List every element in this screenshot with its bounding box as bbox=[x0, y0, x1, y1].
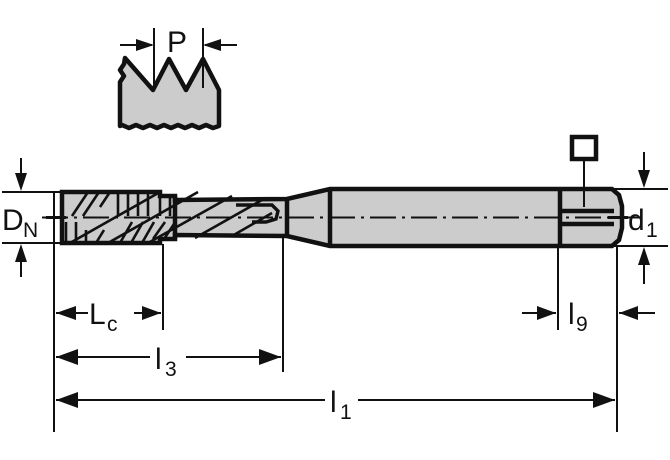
thread-tick-l7 bbox=[140, 221, 156, 244]
chamfer-length-dimension bbox=[56, 306, 161, 320]
thread-profile-detail bbox=[117, 55, 222, 131]
thread-length-label-sub: 3 bbox=[165, 358, 177, 381]
thread-length-dimension bbox=[56, 349, 281, 365]
chamfer-length-label-sub: c bbox=[107, 313, 118, 336]
thread-tick-l9 bbox=[162, 223, 176, 240]
square-length-dimension bbox=[522, 306, 655, 320]
pitch-extension-lines bbox=[153, 28, 204, 88]
square-drive-flats bbox=[560, 208, 614, 227]
shank-diameter-label: d bbox=[628, 204, 645, 237]
flute-runout-detail bbox=[236, 203, 280, 224]
nominal-diameter-label-sub: N bbox=[23, 219, 38, 242]
nominal-diameter-label: D bbox=[2, 204, 24, 237]
l9-arrowhead-right bbox=[619, 306, 638, 320]
bottom-extension-lines bbox=[53, 193, 618, 432]
thread-tick-u2 bbox=[81, 191, 101, 217]
dn-arrowhead-top bbox=[15, 173, 27, 191]
thread-tick-u1 bbox=[70, 191, 90, 217]
overall-length-dimension bbox=[56, 392, 615, 408]
shank-diameter-label-sub: 1 bbox=[646, 219, 658, 242]
l3-arrowhead-left bbox=[56, 349, 78, 365]
chamfer-length-label: L bbox=[89, 298, 106, 331]
l9-arrowhead-left bbox=[537, 306, 556, 320]
pitch-label: P bbox=[167, 26, 187, 59]
thread-length-label: l bbox=[155, 343, 162, 376]
thread-tick-l4 bbox=[94, 229, 106, 244]
lc-arrowhead-left bbox=[56, 306, 76, 320]
square-length-label: l bbox=[568, 298, 575, 331]
square-length-label-sub: 9 bbox=[576, 313, 588, 336]
thread-profile-shape bbox=[117, 55, 222, 131]
square-symbol-glyph bbox=[569, 134, 599, 162]
thread-tick-l5 bbox=[118, 221, 134, 244]
thread-tick-u3 bbox=[98, 191, 112, 208]
lc-arrowhead-right bbox=[142, 306, 161, 320]
flute-diagonal-3 bbox=[147, 194, 233, 245]
thread-tick-l6 bbox=[129, 221, 145, 244]
dn-arrowhead-bottom bbox=[15, 244, 27, 262]
square-drive-symbol bbox=[569, 134, 599, 207]
d1-arrowhead-top bbox=[638, 170, 650, 188]
flute-runout-curve bbox=[236, 203, 280, 224]
nominal-diameter-dimension bbox=[2, 158, 95, 277]
d1-arrowhead-bottom bbox=[638, 247, 650, 265]
l1-arrowhead-right bbox=[593, 392, 615, 408]
flute-diagonal-2 bbox=[107, 190, 199, 245]
thread-tick-l8 bbox=[151, 221, 167, 240]
overall-length-label-sub: 1 bbox=[340, 401, 352, 424]
pitch-arrowhead-right bbox=[203, 39, 221, 51]
overall-length-label: l bbox=[330, 386, 337, 419]
l3-arrowhead-right bbox=[259, 349, 281, 365]
shank-diameter-dimension bbox=[575, 152, 668, 284]
l1-arrowhead-left bbox=[56, 392, 78, 408]
pitch-arrowhead-left bbox=[136, 39, 154, 51]
pitch-dimension-arrows bbox=[120, 39, 237, 51]
